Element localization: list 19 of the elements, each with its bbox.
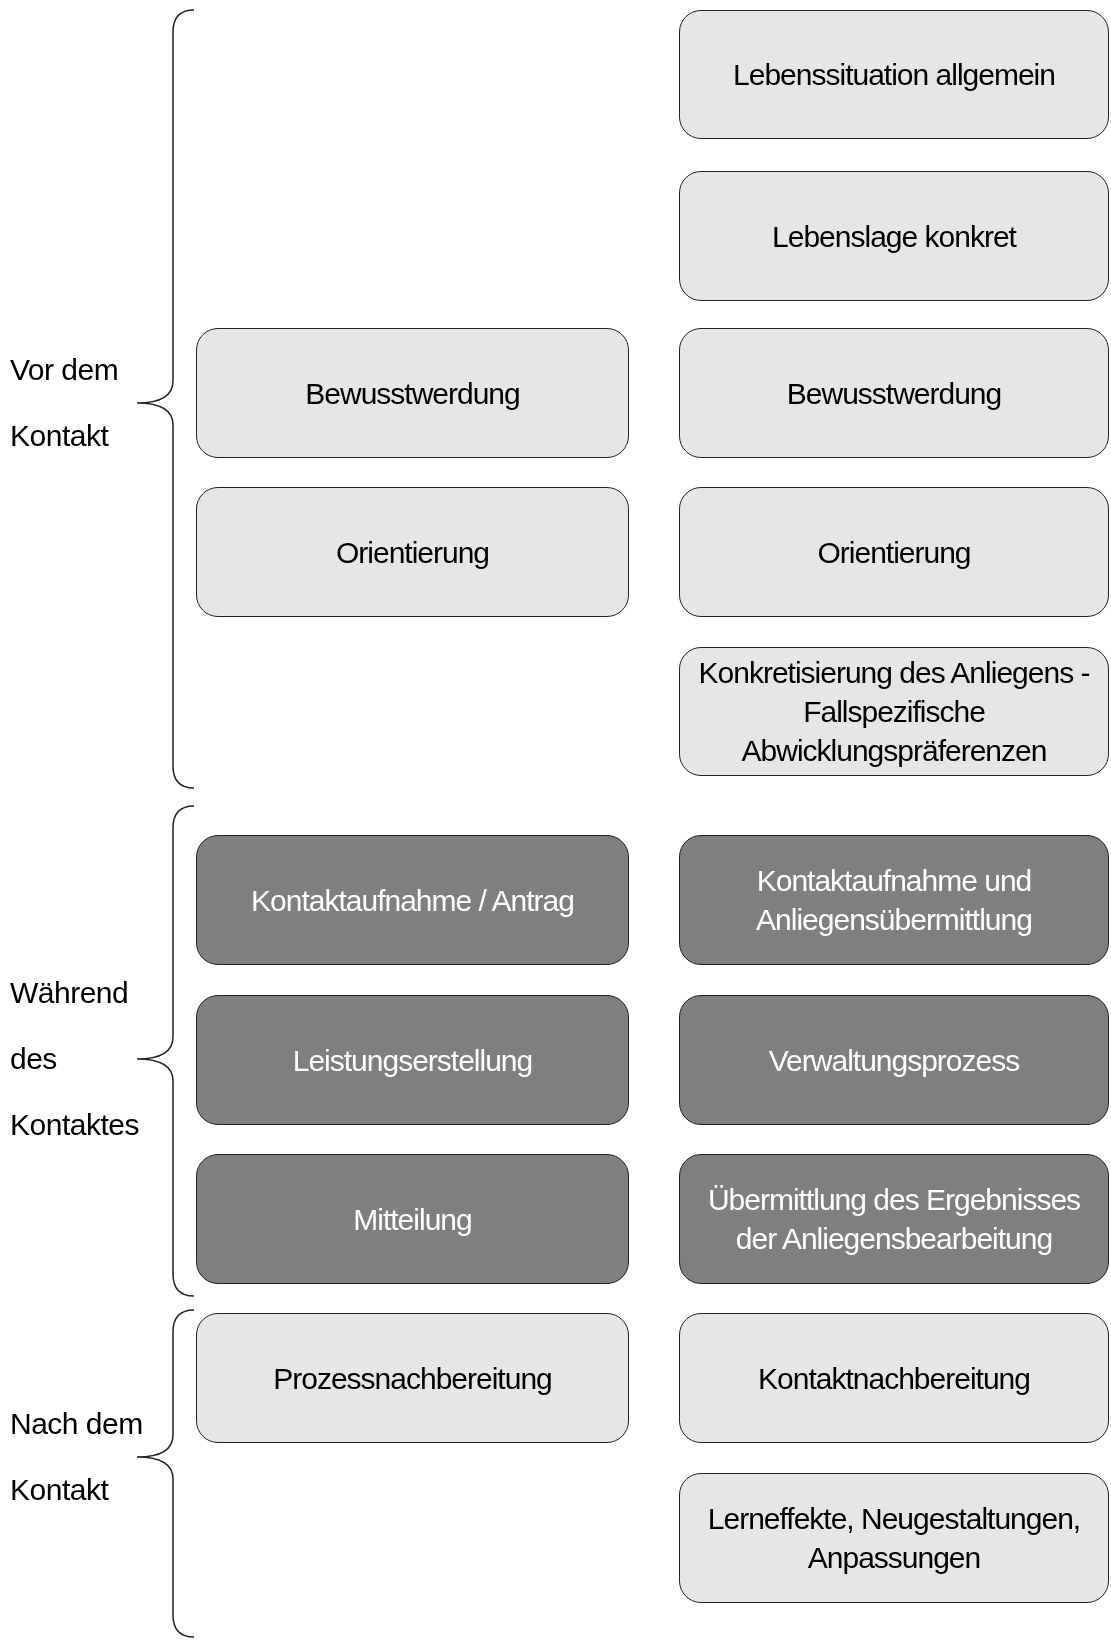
phase-label: Während des Kontaktes [10,975,140,1143]
phase-label: Vor dem Kontakt [10,352,120,454]
stage-box: Lerneffekte, Neugestaltungen, Anpassungen [679,1473,1109,1603]
stage-box: Orientierung [196,487,629,617]
stage-box: Konkretisierung des Anliegens - Fallspezifische Abwicklungspräferenzen [679,647,1109,776]
stage-box: Lebenslage konkret [679,171,1109,301]
stage-box: Prozessnachbereitung [196,1313,629,1443]
stage-box: Bewusstwerdung [679,328,1109,458]
stage-box: Übermittlung des Ergebnisses der Anliegensbearbeitung [679,1154,1109,1284]
phase-label: Nach dem Kontakt [10,1406,144,1508]
stage-box: Kontaktaufnahme / Antrag [196,835,629,965]
stage-box: Kontaktnachbereitung [679,1313,1109,1443]
stage-box: Verwaltungsprozess [679,995,1109,1125]
stage-box: Bewusstwerdung [196,328,629,458]
stage-box: Mitteilung [196,1154,629,1284]
stage-box: Orientierung [679,487,1109,617]
stage-box: Lebenssituation allgemein [679,10,1109,139]
stage-box: Leistungserstellung [196,995,629,1125]
stage-box: Kontaktaufnahme und Anliegensübermittlung [679,835,1109,965]
